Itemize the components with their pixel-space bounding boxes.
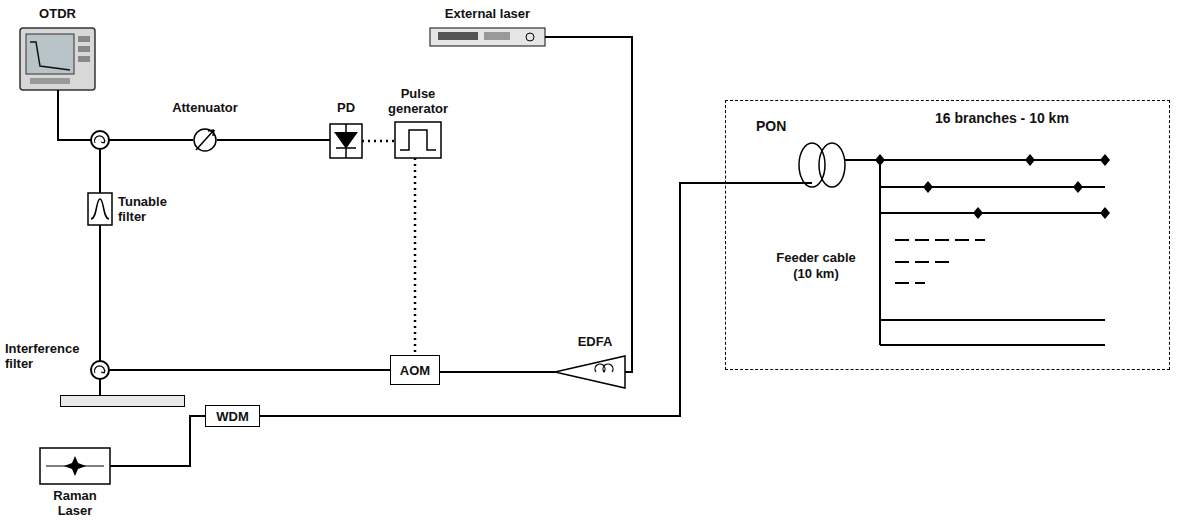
- external-laser: External laser: [430, 28, 545, 46]
- label-holder: EDFA: [567, 334, 623, 349]
- label-holder: Pulse generator: [378, 86, 458, 116]
- electrical-link: [362, 140, 395, 143]
- pon-region: PON: [725, 100, 1170, 370]
- aom-box: AOM: [390, 355, 440, 385]
- otdr-unit: OTDR: [20, 28, 95, 90]
- component-label: PD: [337, 100, 355, 115]
- component-label: Attenuator: [172, 100, 238, 115]
- label-holder: 16 branches - 10 km: [935, 110, 1069, 127]
- component-label: EDFA: [578, 334, 613, 349]
- interference-filter: Interference filter: [60, 395, 185, 407]
- label-holder: Raman Laser: [40, 488, 110, 518]
- edfa-amplifier: EDFA: [555, 356, 625, 388]
- fibre-link: [260, 183, 725, 416]
- fibre-link: [440, 371, 555, 373]
- label-holder: PD: [320, 100, 372, 115]
- fibre-link: [545, 37, 632, 372]
- component-label: Pulse generator: [388, 86, 448, 116]
- pulse-generator: Pulse generator: [395, 122, 441, 158]
- component-label: Tunable filter: [118, 194, 167, 224]
- component-label: OTDR: [39, 6, 76, 21]
- annotation-text: 16 branches - 10 km: [935, 110, 1069, 126]
- component-label: PON: [756, 118, 786, 134]
- fibre-link: [110, 416, 205, 466]
- annotation-text: Feeder cable (10 km): [776, 250, 856, 281]
- label-holder: Feeder cable (10 km): [768, 250, 864, 282]
- attenuator: Attenuator: [193, 128, 217, 152]
- label-holder: Interference filter: [5, 341, 89, 371]
- component-label: Raman Laser: [53, 488, 96, 518]
- label-holder: External laser: [395, 6, 580, 21]
- component-label: AOM: [400, 363, 430, 378]
- label-holder: Tunable filter: [118, 194, 178, 224]
- raman-laser: Raman Laser: [40, 448, 110, 484]
- label-holder: PON: [756, 119, 816, 134]
- electrical-link: [414, 158, 417, 355]
- component-label: Interference filter: [5, 341, 79, 371]
- label-holder: OTDR: [20, 6, 95, 21]
- tunable-filter: Tunable filter: [88, 193, 112, 225]
- label-holder: Attenuator: [158, 100, 252, 115]
- component-label: External laser: [445, 6, 530, 21]
- photodiode: PD: [330, 124, 362, 158]
- fibre-link: [217, 139, 330, 141]
- component-label: WDM: [216, 409, 249, 424]
- wdm-box: WDM: [205, 405, 260, 427]
